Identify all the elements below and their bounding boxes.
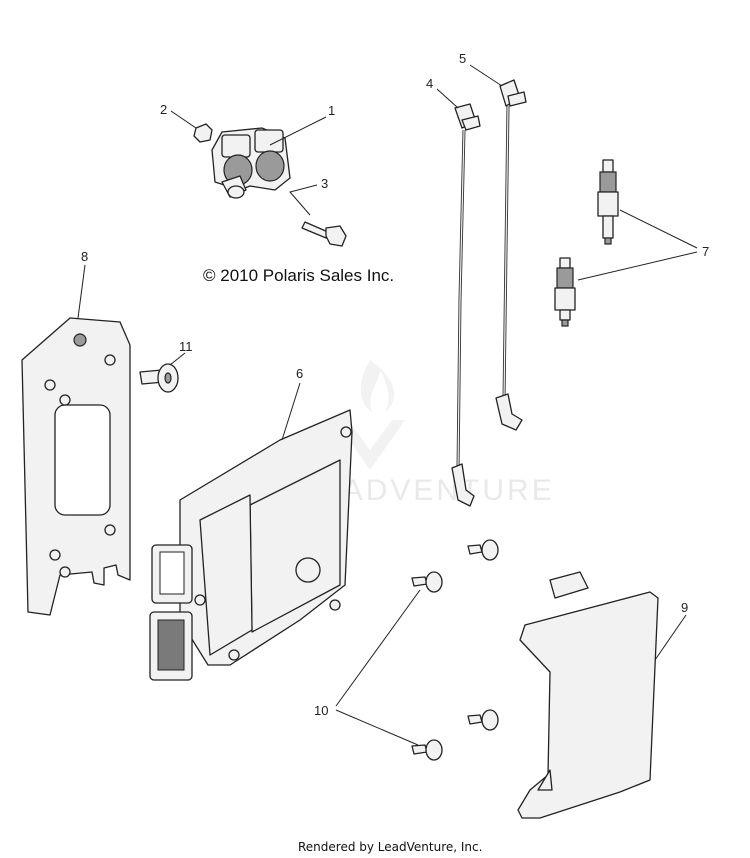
callout-7: 7	[702, 244, 709, 259]
cover-screw-3	[467, 709, 499, 731]
callout-3: 3	[321, 176, 328, 191]
callout-11: 11	[179, 339, 193, 354]
spark-plug-upper	[597, 159, 619, 245]
copyright-text: © 2010 Polaris Sales Inc.	[203, 266, 394, 285]
coil-nut	[193, 123, 213, 143]
callout-6: 6	[296, 366, 303, 381]
ecu-cover	[517, 571, 659, 819]
spark-plug-lower	[554, 257, 576, 327]
cover-screw-4	[411, 739, 443, 761]
callout-5: 5	[459, 51, 466, 66]
coil-bolt	[301, 221, 347, 247]
callout-2: 2	[160, 102, 167, 117]
mounting-bracket	[21, 317, 131, 616]
bracket-screw	[139, 363, 179, 393]
callout-1: 1	[328, 103, 335, 118]
callout-9: 9	[681, 600, 688, 615]
callout-10: 10	[314, 703, 328, 718]
callout-8: 8	[81, 249, 88, 264]
spark-plug-wire-4	[451, 103, 481, 507]
leader-lines	[77, 64, 698, 746]
ignition-coil	[211, 127, 291, 199]
ecu-module	[149, 409, 353, 681]
cover-screw-2	[411, 571, 443, 593]
spark-plug-wire-5	[495, 79, 527, 431]
callout-4: 4	[426, 76, 433, 91]
footer-credit: Rendered by LeadVenture, Inc.	[298, 840, 482, 854]
cover-screw-1	[467, 539, 499, 561]
